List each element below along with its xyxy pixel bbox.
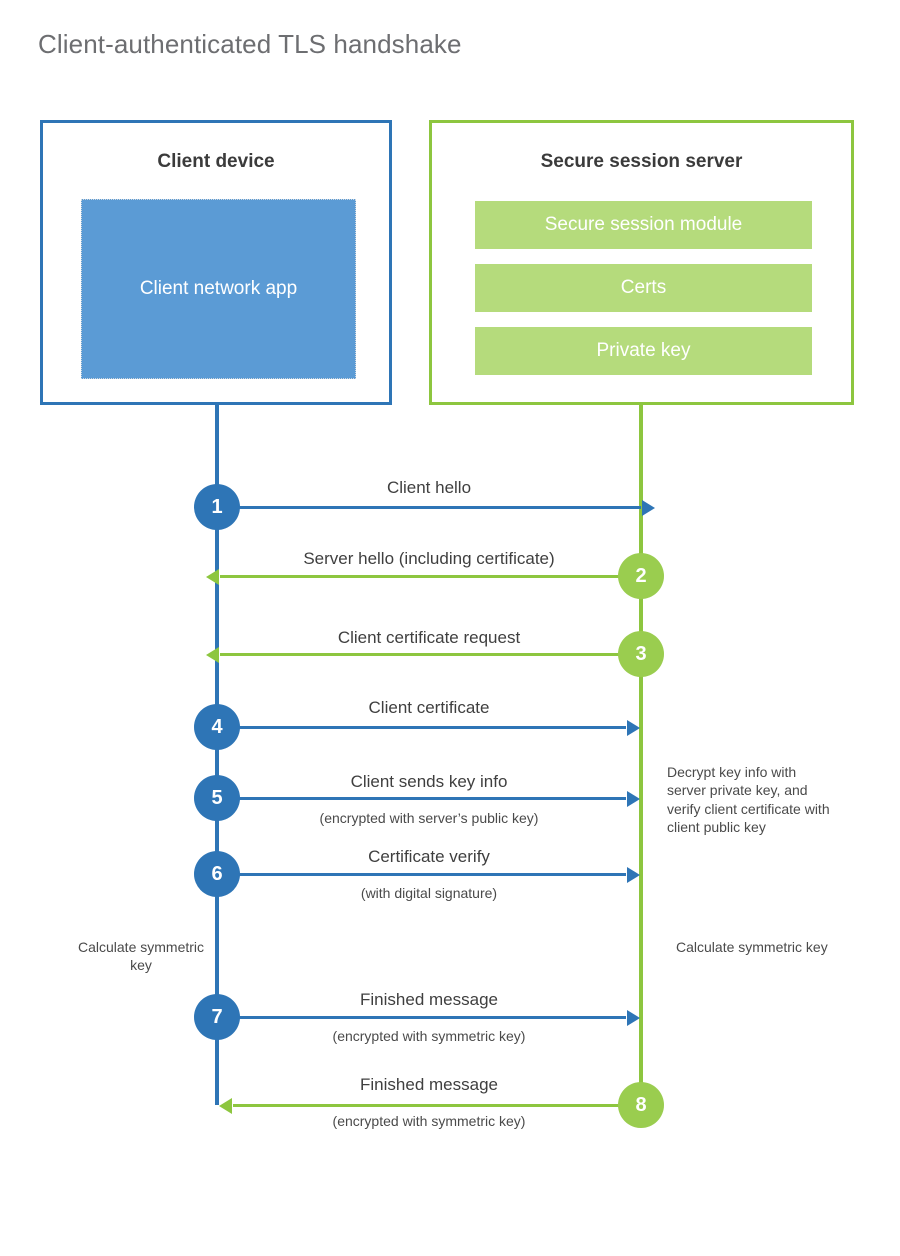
secure-session-server-title: Secure session server <box>540 151 743 172</box>
arrowhead-right-icon <box>627 719 640 736</box>
arrow-label-step-8: Finished message <box>360 1075 498 1094</box>
step-circle-1[interactable]: 1 <box>194 484 240 530</box>
arrow-sublabel-step-5: (encrypted with server’s public key) <box>319 810 539 826</box>
arrowhead-right-icon <box>627 790 640 807</box>
server-bar-secure-session-module: Secure session module <box>475 201 812 249</box>
step-circle-4[interactable]: 4 <box>194 704 240 750</box>
step-circle-6[interactable]: 6 <box>194 851 240 897</box>
page-title: Client-authenticated TLS handshake <box>38 29 462 59</box>
arrow-label-step-2: Server hello (including certificate) <box>303 549 555 568</box>
arrow-label-step-1: Client hello <box>386 478 472 497</box>
client-device-title: Client device <box>157 151 275 172</box>
server-lifeline <box>639 405 643 1105</box>
arrow-label-step-5: Client sends key info <box>350 772 508 791</box>
step-circle-5[interactable]: 5 <box>194 775 240 821</box>
client-device-box: Client device Client network app <box>40 120 392 405</box>
secure-session-server-box: Secure session server Secure session mod… <box>429 120 854 405</box>
arrow-sublabel-step-6: (with digital signature) <box>360 885 498 901</box>
arrow-label-step-3: Client certificate request <box>337 628 521 647</box>
arrowhead-left-icon <box>206 646 219 663</box>
note-server-calculate-symmetric-key: Calculate symmetric key <box>676 939 828 955</box>
note-client-calculate-symmetric-key: Calculate symmetric key <box>77 939 205 974</box>
arrow-sublabel-step-7: (encrypted with symmetric key) <box>332 1028 526 1044</box>
arrow-label-step-6: Certificate verify <box>368 847 490 866</box>
arrowhead-right-icon <box>627 866 640 883</box>
arrow-step-3 <box>206 646 641 663</box>
arrowhead-left-icon <box>206 568 219 585</box>
arrow-step-8 <box>219 1097 641 1114</box>
arrow-step-6 <box>217 866 640 883</box>
step-circle-2[interactable]: 2 <box>618 553 664 599</box>
step-circle-8[interactable]: 8 <box>618 1082 664 1128</box>
arrow-step-5 <box>217 790 640 807</box>
arrow-step-4 <box>217 719 640 736</box>
arrow-step-1 <box>217 499 655 516</box>
note-server-decrypt: Decrypt key info with server private key… <box>667 764 830 836</box>
arrow-sublabel-step-8: (encrypted with symmetric key) <box>332 1113 526 1129</box>
arrow-step-7 <box>217 1009 640 1026</box>
arrowhead-left-icon <box>219 1097 232 1114</box>
server-bar-private-key: Private key <box>475 327 812 375</box>
arrowhead-right-icon <box>627 1009 640 1026</box>
client-lifeline <box>215 405 219 1105</box>
arrow-label-step-4: Client certificate <box>368 698 490 717</box>
client-network-app-block: Client network app <box>81 199 356 379</box>
server-bar-certs: Certs <box>475 264 812 312</box>
arrow-label-step-7: Finished message <box>360 990 498 1009</box>
arrow-step-2 <box>206 568 641 585</box>
step-circle-7[interactable]: 7 <box>194 994 240 1040</box>
arrowhead-right-icon <box>642 499 655 516</box>
step-circle-3[interactable]: 3 <box>618 631 664 677</box>
